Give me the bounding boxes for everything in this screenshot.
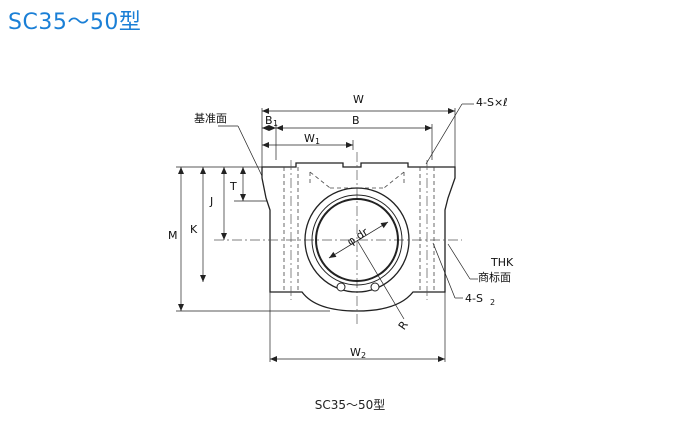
label-K: K [190, 223, 198, 236]
bearing-bore [304, 187, 410, 293]
label-W1: W [304, 132, 315, 145]
label-R: R [396, 318, 411, 332]
label-W1-sub: 1 [315, 137, 320, 146]
label-ref-surface: 基准面 [194, 112, 227, 125]
label-M: M [168, 229, 178, 242]
label-S2-sub: 2 [490, 298, 495, 307]
retaining-holes [336, 282, 380, 292]
label-T: T [229, 180, 237, 193]
dimension-lines [178, 108, 455, 362]
label-trademark-surface: 商标面 [478, 270, 511, 284]
label-W2-sub: 2 [361, 351, 366, 360]
label-hole-spec: 4-S×ℓ [476, 96, 508, 109]
page-title: SC35～50型 [8, 10, 142, 35]
label-S2: 4-S [465, 292, 483, 305]
drawing-caption: SC35～50型 [314, 398, 386, 412]
label-B1-sub: 1 [273, 119, 278, 128]
label-W: W [353, 93, 364, 106]
label-thk: THK [490, 256, 514, 269]
label-J: J [209, 195, 213, 208]
leader-lines [218, 103, 478, 320]
label-W2: W [350, 346, 361, 359]
hidden-lines [283, 167, 435, 292]
label-B: B [352, 114, 360, 127]
label-B1: B [265, 114, 273, 127]
